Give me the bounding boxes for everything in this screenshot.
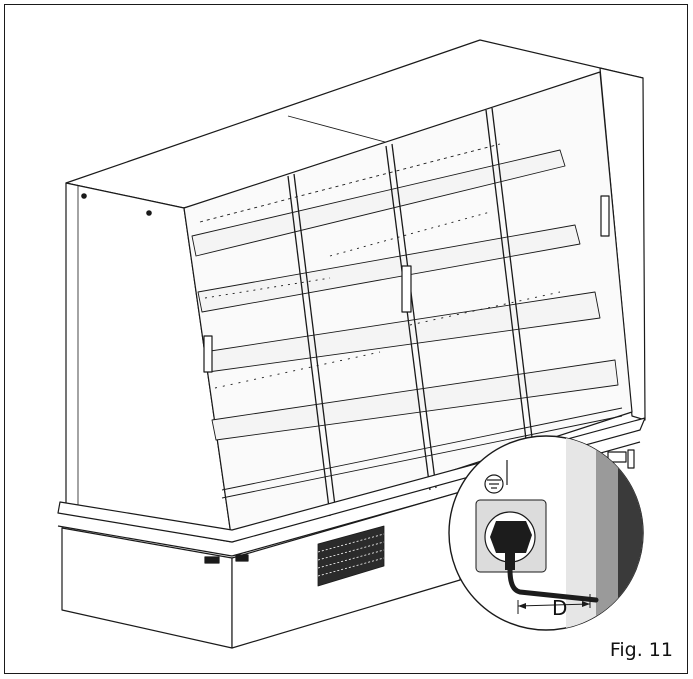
figure-caption: Fig. 11 <box>609 639 673 661</box>
shelves <box>191 143 623 499</box>
dimension-label-d: D <box>552 596 568 620</box>
shelf-2 <box>197 224 581 313</box>
door-handle-right <box>600 195 610 237</box>
shelf-1 <box>191 149 566 257</box>
door-handle-center <box>401 265 412 313</box>
power-plug-icon <box>490 521 532 553</box>
shelf-4 <box>211 359 619 441</box>
earth-ground-icon <box>484 460 508 494</box>
sliding-doors <box>287 107 535 517</box>
door-handle-left <box>203 335 213 373</box>
cabinet-plinth <box>61 527 233 649</box>
figure-frame <box>4 4 688 674</box>
cabinet-base-rail <box>57 417 646 543</box>
vent-grille <box>317 525 385 587</box>
